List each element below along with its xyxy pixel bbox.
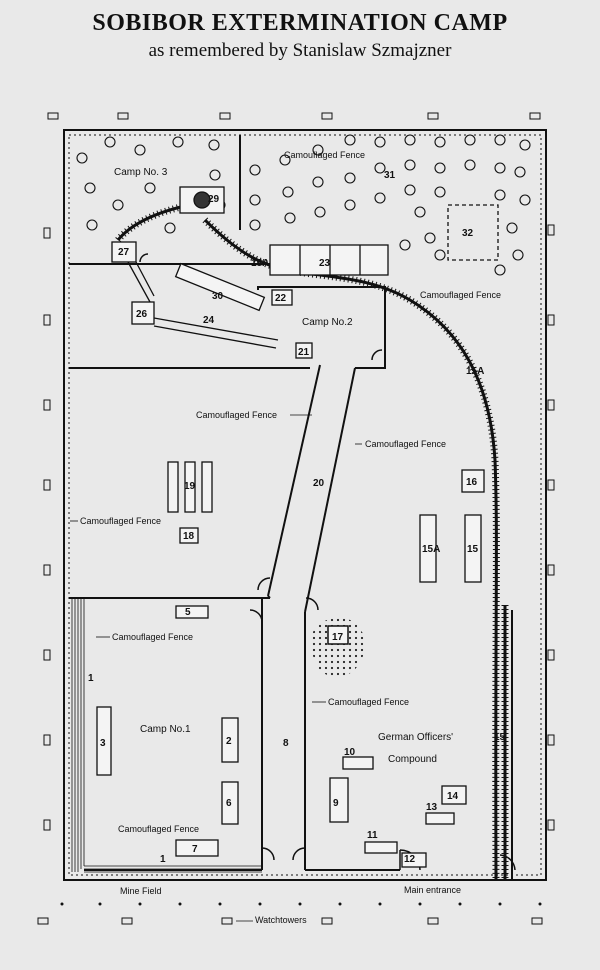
svg-text:5: 5 xyxy=(185,607,191,618)
building-32 xyxy=(447,204,499,261)
forest xyxy=(76,134,531,276)
svg-text:17: 17 xyxy=(332,632,344,643)
svg-text:30: 30 xyxy=(212,291,224,302)
svg-text:21: 21 xyxy=(298,347,310,358)
svg-text:15: 15 xyxy=(467,544,479,555)
internal-fences xyxy=(69,135,400,871)
svg-text:11: 11 xyxy=(367,830,378,841)
building-21a xyxy=(167,461,179,513)
leader-lines xyxy=(70,414,362,922)
building-7 xyxy=(175,839,219,857)
svg-text:7: 7 xyxy=(192,844,198,855)
gates xyxy=(139,253,516,871)
building-11 xyxy=(364,841,398,854)
svg-text:2: 2 xyxy=(226,736,232,747)
svg-text:24: 24 xyxy=(203,315,215,326)
building-20 xyxy=(179,527,199,544)
building-30 xyxy=(174,262,266,312)
svg-text:Camouflaged Fence: Camouflaged Fence xyxy=(112,632,193,642)
building-5 xyxy=(175,605,209,619)
mine-field-label: Mine Field xyxy=(120,886,162,896)
svg-text:Camouflaged Fence: Camouflaged Fence xyxy=(328,697,409,707)
building-21c xyxy=(201,461,213,513)
svg-text:14: 14 xyxy=(447,791,459,802)
area-labels: Camp No. 3 Camp No.2 Camp No.1 German Of… xyxy=(114,167,453,765)
watchtowers xyxy=(37,112,555,925)
svg-text:Camouflaged Fence: Camouflaged Fence xyxy=(80,516,161,526)
building-6 xyxy=(221,781,239,825)
building-27 xyxy=(131,301,155,325)
svg-text:29: 29 xyxy=(208,194,220,205)
buildings xyxy=(96,186,499,868)
railway xyxy=(115,201,513,881)
svg-text:Camouflaged Fence: Camouflaged Fence xyxy=(420,290,501,300)
building-10 xyxy=(342,756,374,770)
inner-fence xyxy=(68,134,542,876)
fence-labels: Camouflaged Fence Camouflaged Fence Camo… xyxy=(80,150,501,925)
german-compound-label-1: German Officers' xyxy=(378,732,453,743)
svg-text:8: 8 xyxy=(283,738,289,749)
svg-text:1: 1 xyxy=(160,854,166,865)
svg-text:20: 20 xyxy=(313,478,325,489)
building-25 xyxy=(269,244,389,276)
svg-text:Camouflaged Fence: Camouflaged Fence xyxy=(196,410,277,420)
svg-text:6: 6 xyxy=(226,798,232,809)
svg-text:Camouflaged Fence: Camouflaged Fence xyxy=(284,150,365,160)
camp2-label: Camp No.2 xyxy=(302,317,353,328)
svg-text:15A: 15A xyxy=(251,258,269,269)
building-2 xyxy=(221,717,239,763)
svg-text:Camouflaged Fence: Camouflaged Fence xyxy=(118,824,199,834)
svg-text:31: 31 xyxy=(384,170,396,181)
building-28 xyxy=(111,241,137,263)
svg-text:Camouflaged Fence: Camouflaged Fence xyxy=(365,439,446,449)
svg-text:32: 32 xyxy=(462,228,474,239)
outer-fence xyxy=(63,129,547,881)
svg-text:22: 22 xyxy=(275,293,287,304)
watchtowers-label: Watchtowers xyxy=(255,915,307,925)
building-23 xyxy=(295,342,313,359)
svg-text:9: 9 xyxy=(333,798,339,809)
camp1-label: Camp No.1 xyxy=(140,724,191,735)
building-13 xyxy=(425,812,455,825)
building-16 xyxy=(464,514,482,583)
svg-text:26: 26 xyxy=(136,309,148,320)
svg-text:12: 12 xyxy=(404,854,416,865)
map-subtitle: as remembered by Stanislaw Szmajzner xyxy=(148,40,452,61)
svg-text:16: 16 xyxy=(466,477,478,488)
building-21b xyxy=(184,461,196,513)
svg-text:19: 19 xyxy=(184,481,196,492)
svg-text:1: 1 xyxy=(88,673,94,684)
perimeter-dots xyxy=(60,902,542,906)
map-title: SOBIBOR EXTERMINATION CAMP xyxy=(92,10,508,36)
main-entrance-label: Main entrance xyxy=(404,885,461,895)
building-12 xyxy=(401,852,427,868)
building-3 xyxy=(96,706,112,776)
camp3-label: Camp No. 3 xyxy=(114,167,168,178)
svg-text:18: 18 xyxy=(183,531,195,542)
svg-text:15A: 15A xyxy=(422,544,440,555)
svg-text:13: 13 xyxy=(426,802,438,813)
svg-text:23: 23 xyxy=(319,258,331,269)
svg-text:27: 27 xyxy=(118,247,130,258)
german-compound-label-2: Compound xyxy=(388,754,437,765)
building-numbers: 29 27 23 22 21 26 30 24 31 32 15A 15A 19… xyxy=(88,170,506,865)
building-18 xyxy=(461,469,485,493)
building-19-area xyxy=(310,618,366,677)
svg-text:15A: 15A xyxy=(466,366,484,377)
building-24 xyxy=(271,289,293,306)
svg-text:3: 3 xyxy=(100,738,106,749)
building-14 xyxy=(441,785,467,805)
svg-text:15: 15 xyxy=(494,732,506,743)
building-17 xyxy=(419,514,437,583)
building-9 xyxy=(329,777,349,823)
svg-text:10: 10 xyxy=(344,747,356,758)
